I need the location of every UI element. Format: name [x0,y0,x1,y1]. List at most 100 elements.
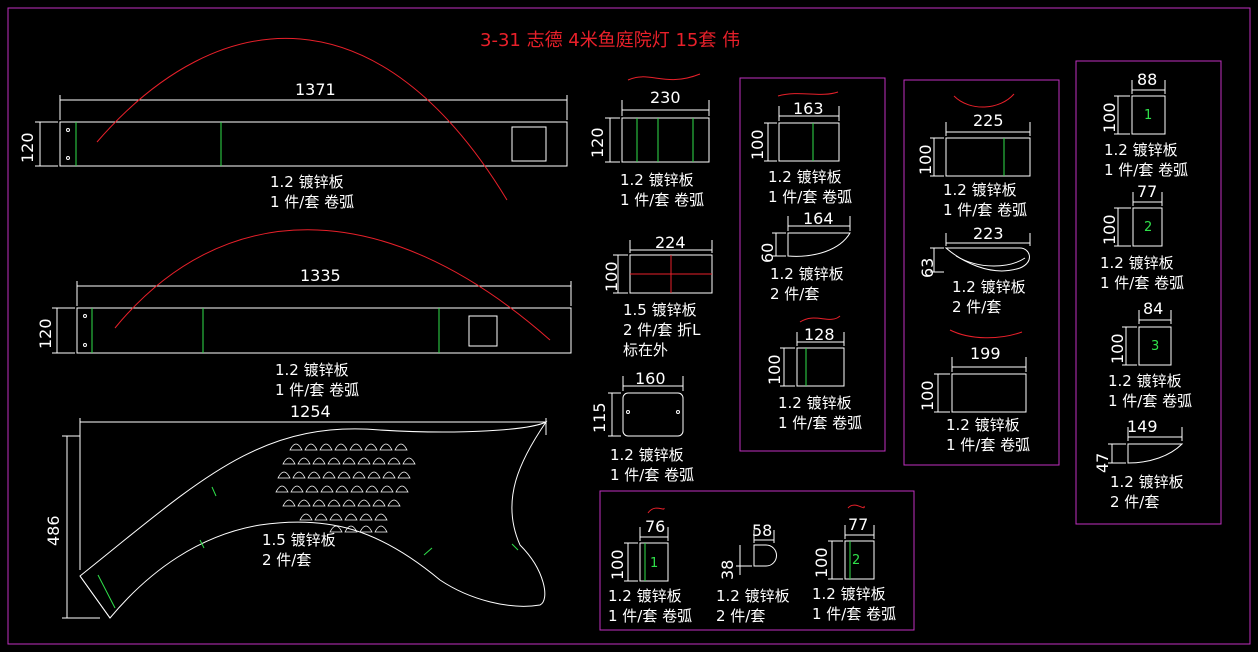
dimension-height: 486 [44,515,63,546]
part-note: 1.2 镀锌板 2 件/套 [716,587,790,625]
scale-cutout [319,443,333,451]
dimension-height: 120 [36,318,55,349]
dimension-length: 58 [752,521,773,540]
dimension-height: 100 [1100,102,1119,133]
scale-cutout [379,443,393,451]
part-note: 1.2 镀锌板 1 件/套 卷弧 [812,585,897,623]
dimension-length: 84 [1143,299,1164,318]
scale-cutout [312,499,326,507]
part-58 [736,530,777,575]
scale-cutout [344,513,358,521]
part-note: 1.2 镀锌板 1 件/套 卷弧 [1100,254,1185,292]
part-note: 1.2 镀锌板 1 件/套 卷弧 [943,181,1028,219]
scale-cutout [352,471,366,479]
part-1371 [35,37,568,201]
group-frame-c [1075,60,1222,525]
scale-cutout [290,485,304,493]
part-199 [934,329,1027,413]
dimension-length: 1335 [300,266,341,285]
scale-cutout [327,457,341,465]
scale-cutout [382,471,396,479]
scale-cutout [344,525,358,533]
dimension-length: 160 [635,369,666,388]
dimension-height: 100 [812,547,831,578]
part-88 [1114,80,1166,135]
scale-cutout [367,471,381,479]
scale-cutout [397,471,411,479]
dimension-height: 100 [748,129,767,160]
part-number-label: 1 [650,556,659,571]
dimension-height: 120 [588,127,607,158]
dimension-height: 100 [765,354,784,385]
dimension-length: 230 [650,88,681,107]
dimension-length: 224 [655,233,686,252]
part-note: 1.2 镀锌板 1 件/套 卷弧 [608,587,693,625]
dimension-height: 100 [918,380,937,411]
scale-cutout [372,499,386,507]
scale-cutout [364,443,378,451]
part-note: 1.2 镀锌板 1 件/套 卷弧 [270,173,355,211]
part-163 [764,91,840,162]
part-note: 1.2 镀锌板 1 件/套 卷弧 [620,171,705,209]
scale-cutout [349,443,363,451]
scale-cutout [387,457,401,465]
dimension-length: 164 [803,209,834,228]
dimension-length: 199 [970,344,1001,363]
part-number-label: 2 [852,553,861,568]
dimension-length: 1371 [295,80,336,99]
scale-cutout [314,513,328,521]
part-128 [780,315,845,387]
scale-cutout [320,485,334,493]
part-number-label: 1 [1144,108,1153,123]
part-230 [605,73,710,163]
scale-cutout [307,471,321,479]
scale-cutout [359,525,373,533]
part-note: 1.2 镀锌板 1 件/套 卷弧 [768,168,853,206]
part-note: 1.2 镀锌板 1 件/套 卷弧 [610,446,695,484]
dimension-height: 63 [918,257,937,278]
scale-cutout [335,485,349,493]
part-note: 1.2 镀锌板 1 件/套 卷弧 [946,416,1031,454]
scale-cutout [365,485,379,493]
part-note: 1.5 镀锌板 2 件/套 折L 标在外 [623,301,701,359]
part-77-c [1114,192,1163,247]
dimension-length: 77 [848,515,869,534]
part-1335 [52,229,572,354]
scale-cutout [299,513,313,521]
scale-cutout [342,457,356,465]
scale-cutout [322,471,336,479]
part-77-d [828,504,875,580]
part-76 [624,507,669,582]
dimension-height: 115 [590,402,609,433]
dimension-length: 225 [973,111,1004,130]
dimension-length: 223 [973,224,1004,243]
scale-cutout [402,457,416,465]
dimension-height: 100 [1100,214,1119,245]
scale-cutout [312,457,326,465]
part-note: 1.2 镀锌板 2 件/套 [770,265,844,303]
dimension-height: 100 [916,144,935,175]
scale-cutout [395,485,409,493]
part-note: 1.5 镀锌板 2 件/套 [262,531,336,569]
part-note: 1.2 镀锌板 1 件/套 卷弧 [1104,141,1189,179]
dimension-length: 76 [645,517,666,536]
group-frame-a [739,77,886,452]
part-84 [1122,310,1172,366]
part-note: 1.2 镀锌板 1 件/套 卷弧 [778,394,863,432]
scale-cutout [357,499,371,507]
group-frame-d [599,490,915,631]
part-number-label: 3 [1151,339,1160,354]
scale-cutout [329,513,343,521]
fish-scale-pattern [275,443,416,533]
scale-cutout [327,499,341,507]
scale-cutout [387,499,401,507]
part-223 [930,233,1031,273]
dimension-height: 100 [602,261,621,292]
scale-cutout [275,485,289,493]
scale-cutout [394,443,408,451]
scale-cutout [372,457,386,465]
part-160 [608,376,684,437]
scale-cutout [342,499,356,507]
scale-cutout [304,443,318,451]
